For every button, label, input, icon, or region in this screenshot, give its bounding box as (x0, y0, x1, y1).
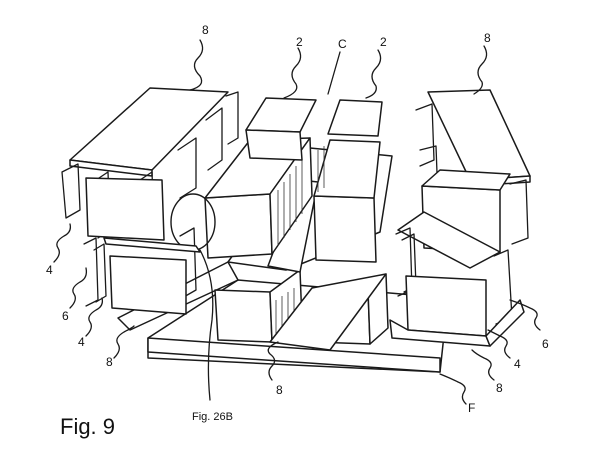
label-8-bottom: 8 (276, 383, 283, 397)
center-upper-modules (204, 97, 383, 263)
detail-reference: Fig. 26B (192, 411, 233, 423)
label-4-left-upper: 4 (46, 263, 53, 277)
left-rack (61, 87, 239, 315)
leader-lines (53, 39, 541, 405)
label-2-b: 2 (380, 35, 387, 49)
right-rack (389, 89, 531, 347)
label-4-right: 4 (514, 357, 521, 371)
label-4-left-lower: 4 (78, 335, 85, 349)
reference-labels: 8 2 C 2 8 4 6 4 8 8 6 4 8 F (46, 23, 549, 415)
label-8-right: 8 (496, 381, 503, 395)
label-8-left: 8 (106, 355, 113, 369)
label-8-top-left: 8 (202, 23, 209, 37)
label-6-left: 6 (62, 309, 69, 323)
label-2-a: 2 (296, 35, 303, 49)
figure-caption: Fig. 9 (60, 414, 115, 439)
label-6-right: 6 (542, 337, 549, 351)
center-lower-modules (214, 269, 389, 351)
label-8-top-right: 8 (484, 31, 491, 45)
label-c: C (338, 37, 347, 51)
label-f-floor: F (468, 401, 475, 415)
